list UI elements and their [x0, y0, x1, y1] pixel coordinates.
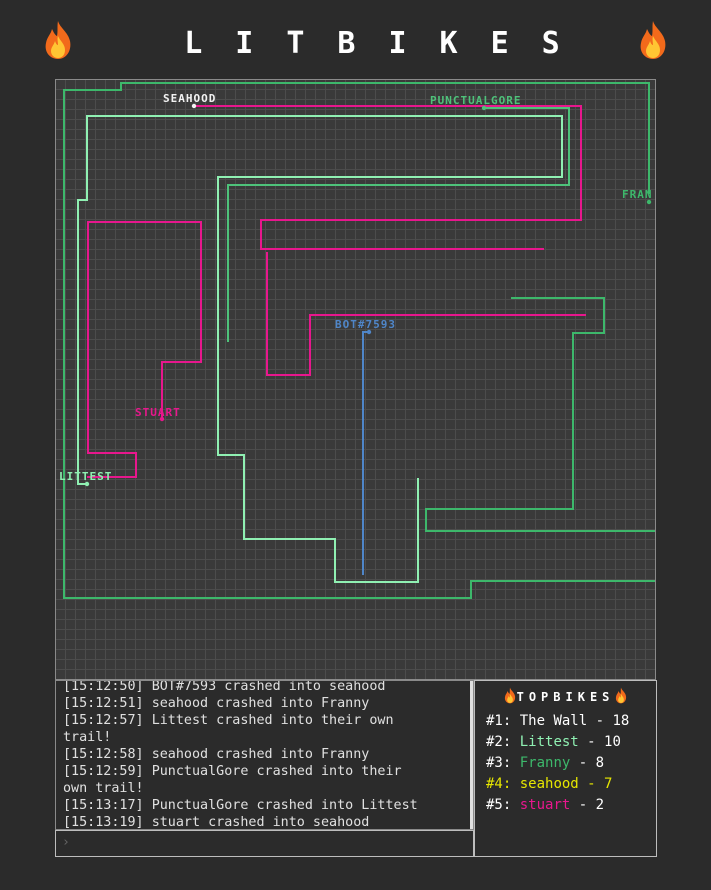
- leaderboard-rank: #2:: [486, 734, 512, 750]
- log-line: [15:12:58] seahood crashed into Franny: [56, 746, 473, 763]
- leaderboard-player-name: The Wall: [519, 713, 588, 729]
- trail-bot: [362, 331, 369, 575]
- leaderboard-player-name: Littest: [519, 734, 579, 750]
- leaderboard-row: #4: seahood - 7: [486, 774, 629, 795]
- log-message: Littest crashed into their own trail!: [63, 713, 394, 745]
- chat-prompt-icon: ›: [62, 835, 70, 850]
- log-timestamp: [15:13:19]: [63, 815, 144, 830]
- leaderboard-player-name: seahood: [519, 776, 579, 792]
- head-bot: [366, 329, 372, 335]
- leaderboard-player-name: stuart: [519, 797, 571, 813]
- log-timestamp: [15:12:58]: [63, 747, 144, 762]
- log-message: PunctualGore crashed into Littest: [151, 798, 418, 813]
- leaderboard-score: 7: [604, 776, 613, 792]
- leaderboard: TOPBIKES #1: The Wall - 18#2: Littest - …: [474, 680, 657, 857]
- leaderboard-title-text: TOPBIKES: [516, 690, 615, 704]
- leaderboard-title: TOPBIKES: [475, 687, 656, 704]
- trail-stuart: [87, 221, 202, 478]
- log-line: [15:12:50] BOT#7593 crashed into seahood: [56, 680, 473, 695]
- fire-icon: [504, 687, 515, 704]
- fire-icon: [616, 687, 627, 704]
- chat-box[interactable]: ›: [55, 830, 474, 857]
- log-timestamp: [15:12:50]: [63, 680, 144, 694]
- leaderboard-rank: #5:: [486, 797, 512, 813]
- player-label-stuart: STUART: [135, 406, 181, 419]
- player-label-bot: BOT#7593: [335, 318, 396, 331]
- trail-seahood-2: [266, 252, 586, 376]
- player-label-seahood: SEAHOOD: [163, 92, 216, 105]
- trail-littest: [77, 115, 563, 583]
- log-line: [15:13:17] PunctualGore crashed into Lit…: [56, 797, 473, 814]
- game-title: LITBIKES: [184, 26, 593, 61]
- log-scrollbar[interactable]: [470, 681, 473, 829]
- log-lines: [15:12:50] BOT#7593 crashed into seahood…: [56, 680, 473, 830]
- trail-franny: [63, 82, 655, 599]
- trail-seahood: [194, 105, 582, 250]
- leaderboard-score: 10: [604, 734, 621, 750]
- trail-punctualgore: [227, 107, 570, 342]
- head-franny: [646, 199, 652, 205]
- leaderboard-row: #1: The Wall - 18: [486, 711, 629, 732]
- log-timestamp: [15:12:51]: [63, 696, 144, 711]
- leaderboard-separator: -: [587, 713, 613, 729]
- log-message: seahood crashed into Franny: [151, 696, 370, 711]
- log-message: stuart crashed into seahood: [151, 815, 370, 830]
- leaderboard-rank: #3:: [486, 755, 512, 771]
- chat-input[interactable]: [74, 834, 468, 856]
- fire-icon: [640, 21, 666, 59]
- log-message: BOT#7593 crashed into seahood: [151, 680, 386, 694]
- leaderboard-score: 8: [595, 755, 605, 771]
- log-message: seahood crashed into Franny: [151, 747, 370, 762]
- log-timestamp: [15:12:57]: [63, 713, 144, 728]
- leaderboard-row: #5: stuart - 2: [486, 795, 629, 816]
- leaderboard-separator: -: [578, 776, 605, 792]
- leaderboard-score: 2: [595, 797, 605, 813]
- log-message: PunctualGore crashed into their own trai…: [63, 764, 402, 796]
- log-line: [15:12:57] Littest crashed into their ow…: [56, 712, 473, 746]
- player-label-punctualgore: PUNCTUALGORE: [430, 94, 521, 107]
- leaderboard-rank: #1:: [486, 713, 512, 729]
- head-stuart: [159, 416, 165, 422]
- fire-icon: [45, 21, 71, 59]
- leaderboard-score: 18: [612, 713, 630, 729]
- arena-trails: SEAHOOD PUNCTUALGORE FRAN BOT#7593 STUAR…: [59, 82, 655, 599]
- event-log[interactable]: [15:12:50] BOT#7593 crashed into seahood…: [55, 680, 474, 830]
- player-label-franny: FRAN: [622, 188, 653, 201]
- player-label-littest: LITTEST: [59, 470, 112, 483]
- leaderboard-rank: #4:: [486, 776, 512, 792]
- leaderboard-player-name: Franny: [519, 755, 571, 771]
- header: LITBIKES: [0, 0, 711, 80]
- leaderboard-separator: -: [570, 797, 596, 813]
- leaderboard-list: #1: The Wall - 18#2: Littest - 10#3: Fra…: [486, 711, 629, 816]
- log-timestamp: [15:13:17]: [63, 798, 144, 813]
- head-littest: [84, 481, 90, 487]
- leaderboard-row: #2: Littest - 10: [486, 732, 629, 753]
- log-line: [15:12:51] seahood crashed into Franny: [56, 695, 473, 712]
- head-seahood: [191, 103, 197, 109]
- game-arena[interactable]: SEAHOOD PUNCTUALGORE FRAN BOT#7593 STUAR…: [55, 79, 656, 680]
- leaderboard-separator: -: [570, 755, 596, 771]
- log-line: [15:12:59] PunctualGore crashed into the…: [56, 763, 473, 797]
- leaderboard-separator: -: [578, 734, 605, 750]
- head-punctualgore: [481, 105, 487, 111]
- log-timestamp: [15:12:59]: [63, 764, 144, 779]
- log-line: [15:13:19] stuart crashed into seahood: [56, 814, 473, 830]
- leaderboard-row: #3: Franny - 8: [486, 753, 629, 774]
